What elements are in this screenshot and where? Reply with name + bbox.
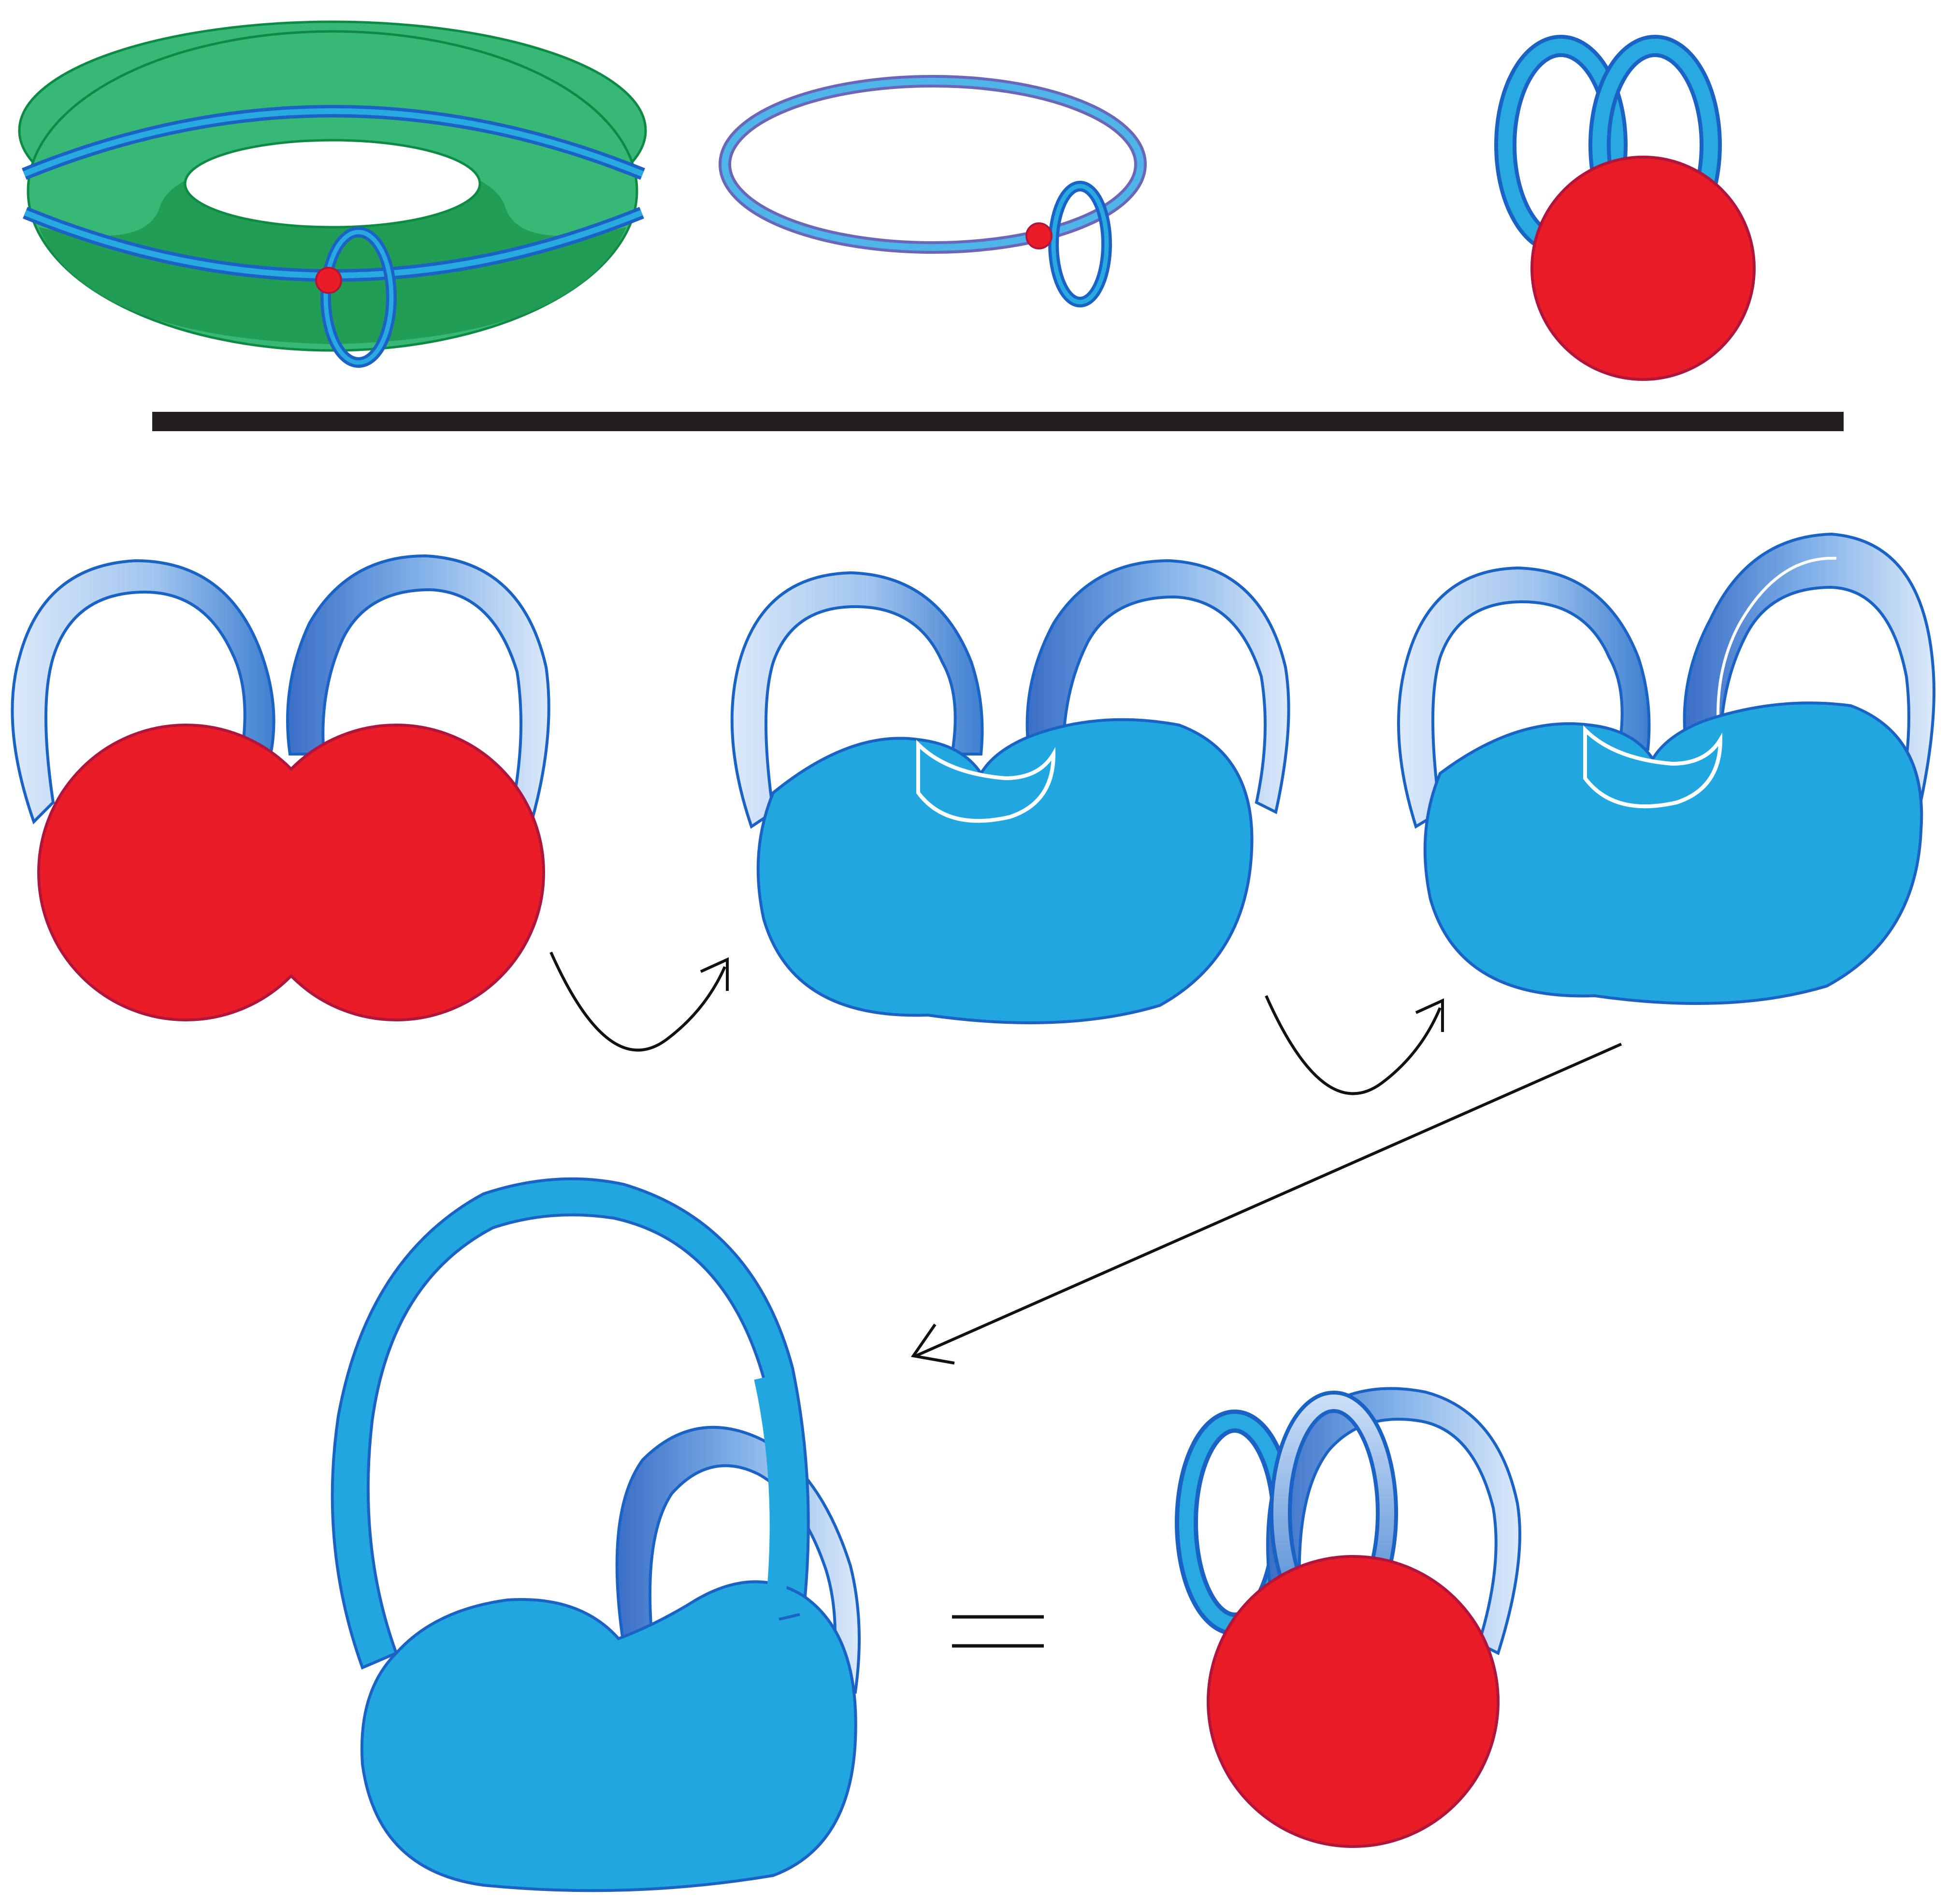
equivalent-sphere-with-handles bbox=[1175, 1387, 1521, 1848]
torus-icon bbox=[18, 20, 647, 368]
divider-bar bbox=[152, 412, 1844, 431]
sphere-with-handles-icon bbox=[1494, 35, 1756, 381]
big-handle-region bbox=[331, 1177, 861, 1892]
merged-region-step-2 bbox=[1397, 532, 1935, 1005]
equals-icon bbox=[952, 1615, 1044, 1648]
circle-icon bbox=[719, 75, 1147, 307]
merged-region-step-1 bbox=[730, 559, 1290, 1024]
straight-arrow-icon bbox=[910, 1043, 1622, 1365]
two-discs-with-handles bbox=[11, 554, 550, 1021]
curved-arrow-icon bbox=[549, 951, 729, 1052]
curved-arrow-icon bbox=[1265, 995, 1444, 1095]
